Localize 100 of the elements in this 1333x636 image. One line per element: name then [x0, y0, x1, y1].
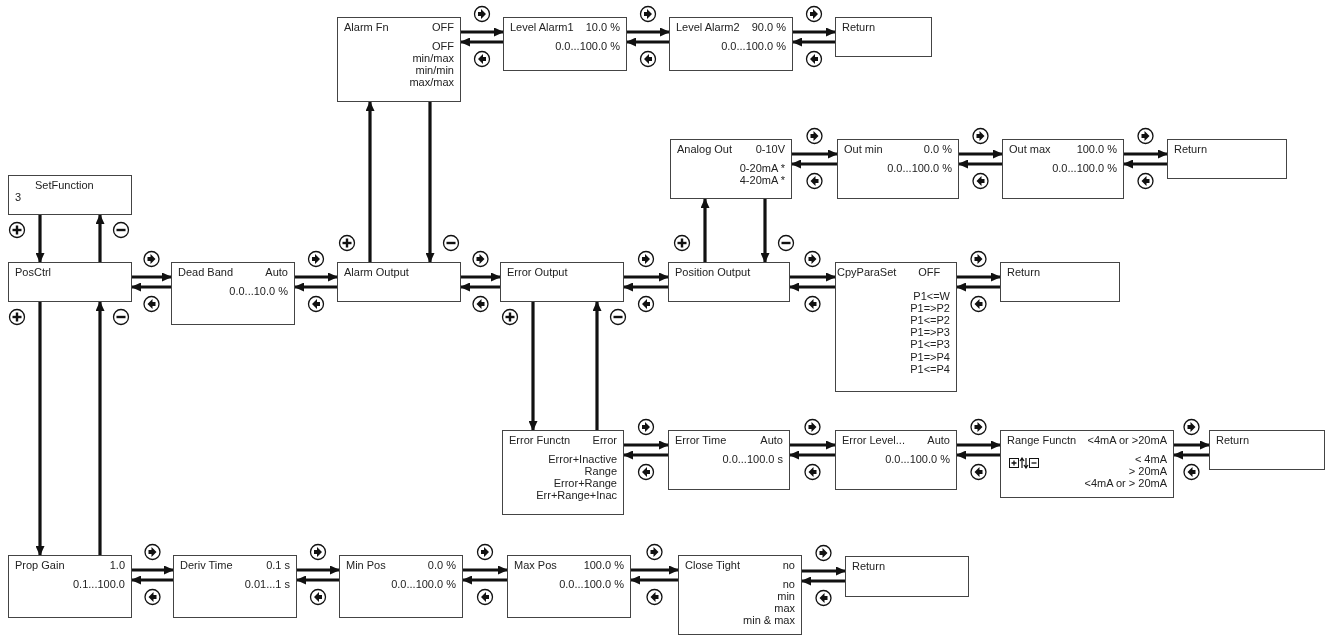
arrow — [790, 440, 836, 450]
menu-title: Level Alarm2 — [676, 21, 740, 34]
menu-box — [668, 262, 790, 302]
menu-box — [8, 262, 132, 302]
arrow — [791, 159, 837, 169]
menu-box — [668, 430, 790, 490]
current-value: 10.0 % — [585, 21, 620, 34]
arrow — [425, 102, 435, 263]
arrow — [461, 272, 501, 282]
menu-box — [1000, 430, 1174, 498]
arrow — [957, 272, 1001, 282]
menu-box — [835, 17, 932, 57]
arrow — [959, 149, 1003, 159]
menu-title: Range Functn — [1007, 434, 1077, 447]
current-value: Auto — [760, 434, 783, 447]
arrow — [624, 440, 669, 450]
arrow — [1124, 149, 1168, 159]
arrow — [792, 149, 838, 159]
range-value: 0.0...100.0 % — [555, 40, 620, 53]
arrow — [957, 440, 1001, 450]
arrow — [1174, 440, 1210, 450]
option-item: 4-20mA * — [739, 174, 785, 187]
arrow — [295, 272, 338, 282]
current-value: OFF — [432, 21, 454, 34]
current-value: 0.0 % — [923, 143, 952, 156]
current-value: OFF — [918, 266, 941, 279]
arrow — [296, 575, 339, 585]
option-item: P1<=P2 — [910, 314, 950, 327]
option-item: min/max — [412, 52, 454, 65]
option-item: P1<=P3 — [910, 338, 950, 351]
option-item: <4mA or > 20mA — [1084, 477, 1167, 490]
option-item: Err+Range+Inac — [536, 489, 617, 502]
menu-box — [337, 262, 461, 302]
current-value: <4mA or >20mA — [1087, 434, 1167, 447]
arrow — [95, 214, 105, 262]
menu-box — [1000, 262, 1120, 302]
menu-title: SetFunction — [34, 179, 94, 192]
arrow — [35, 215, 45, 263]
menu-title: Close Tight — [685, 559, 741, 572]
arrow — [95, 301, 105, 555]
arrow — [789, 282, 835, 292]
menu-title: Return — [1174, 143, 1208, 156]
menu-box — [503, 17, 627, 71]
range-value: 0.0...100.0 % — [1052, 162, 1117, 175]
option-item: P1=>P3 — [910, 326, 950, 339]
range-value: 0.0...100.0 % — [885, 453, 950, 466]
option-item: OFF — [432, 40, 454, 53]
current-value: Auto — [265, 266, 288, 279]
menu-box — [1002, 139, 1124, 199]
menu-title: Out min — [844, 143, 883, 156]
range-value: 0.0...100.0 % — [887, 162, 952, 175]
option-item: Error+Inactive — [548, 453, 617, 466]
range-value: 0.0...100.0 % — [391, 578, 456, 591]
arrow — [294, 282, 337, 292]
arrow — [760, 199, 770, 263]
menu-box — [8, 555, 132, 618]
option-item: P1<=W — [913, 290, 950, 303]
menu-box — [337, 17, 461, 102]
menu-box — [678, 555, 802, 635]
menu-title: Analog Out — [677, 143, 733, 156]
menu-title: Position Output — [675, 266, 751, 279]
arrow — [1123, 159, 1167, 169]
current-value: 0.1 s — [266, 559, 290, 572]
current-value: no — [782, 559, 795, 572]
menu-title: Alarm Fn — [344, 21, 389, 34]
arrow — [460, 282, 500, 292]
arrow — [297, 565, 340, 575]
arrow — [958, 159, 1002, 169]
range-value: 0.0...100.0 % — [559, 578, 624, 591]
menu-box — [8, 175, 132, 215]
arrow — [462, 575, 507, 585]
menu-title: Max Pos — [514, 559, 557, 572]
arrow — [528, 302, 538, 431]
menu-box — [837, 139, 959, 199]
menu-box — [1209, 430, 1325, 470]
menu-title: Prop Gain — [15, 559, 65, 572]
option-item: Error+Range — [553, 477, 617, 490]
menu-box — [171, 262, 295, 325]
menu-box — [339, 555, 463, 618]
menu-box — [500, 262, 624, 302]
menu-title: CpyParaSet — [837, 266, 897, 279]
option-item: max/max — [409, 76, 454, 89]
current-value: 100.0 % — [583, 559, 624, 572]
arrow — [623, 450, 668, 460]
arrow — [463, 565, 508, 575]
option-item: 0-20mA * — [739, 162, 785, 175]
menu-title: Deriv Time — [180, 559, 233, 572]
menu-value: 3 — [15, 191, 22, 204]
arrow — [132, 565, 174, 575]
range-value: 0.0...100.0 % — [721, 40, 786, 53]
arrow — [793, 27, 836, 37]
range-value: 0.0...100.0 s — [722, 453, 783, 466]
option-item: no — [782, 578, 795, 591]
arrow — [630, 575, 678, 585]
arrow — [623, 282, 668, 292]
menu-title: Level Alarm1 — [510, 21, 574, 34]
menu-title: Out max — [1009, 143, 1051, 156]
menu-box — [670, 139, 792, 199]
arrow — [1173, 450, 1209, 460]
menu-title: Error Time — [675, 434, 727, 447]
